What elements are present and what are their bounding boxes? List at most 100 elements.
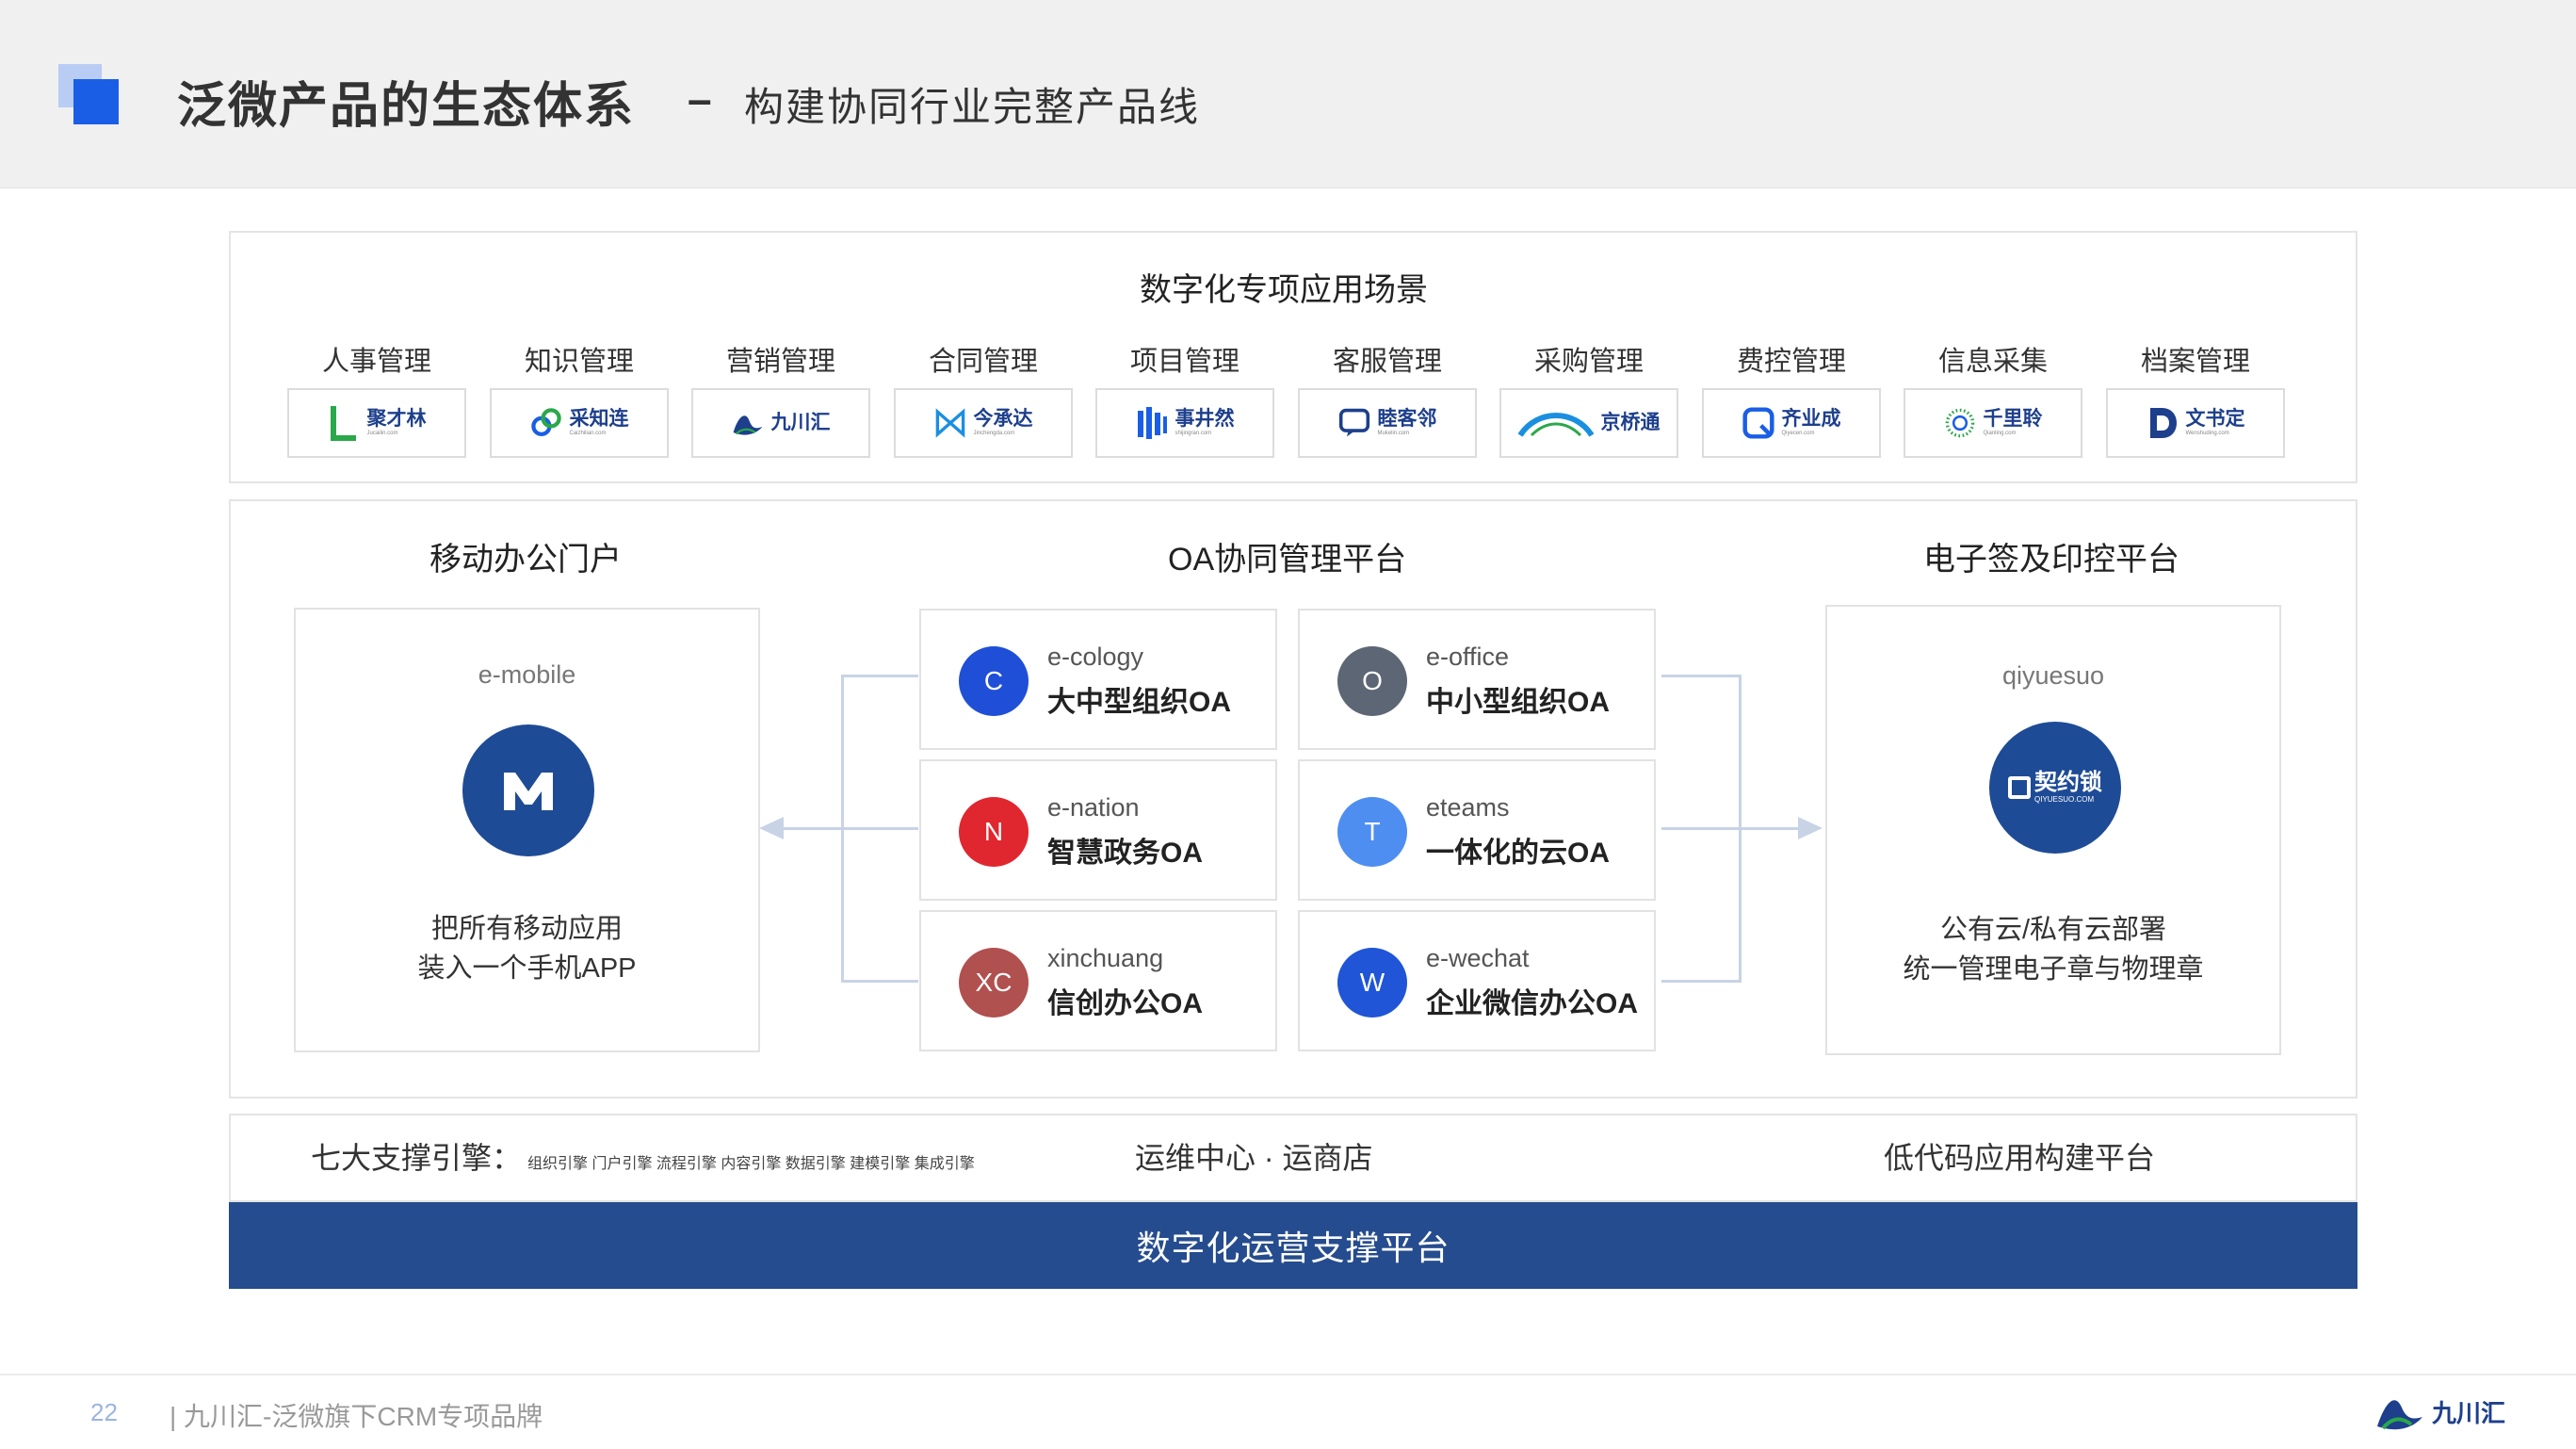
right-bracket-top (1661, 675, 1742, 677)
footer-divider (0, 1374, 2576, 1376)
scenario-label: 采购管理 (1533, 347, 1644, 377)
qiyuesuo-logo-sub: QIYUESUO.COM (2034, 795, 2095, 804)
river-wave-icon (732, 404, 764, 442)
scenario-brand-url: Jucailin.com (366, 431, 398, 436)
oa-initials-badge: T (1337, 797, 1407, 867)
oa-initials-badge: C (959, 646, 1029, 716)
esign-card[interactable]: qiyuesuo 契约锁 QIYUESUO.COM 公有云/私有云部署 统一管理… (1825, 605, 2281, 1055)
scenario-brand-url: Caizhilian.com (569, 431, 607, 436)
scenario-label: 知识管理 (524, 347, 634, 377)
oa-product-desc: 信创办公OA (1047, 988, 1203, 1019)
left-bracket-bottom (841, 980, 918, 983)
grid-bars-icon (1136, 404, 1168, 442)
left-connector-line (782, 827, 918, 830)
digital-ops-label: 数字化运营支撑平台 (1136, 1229, 1450, 1267)
mobile-card[interactable]: e-mobile 把所有移动应用 装入一个手机APP (294, 608, 760, 1052)
engines-list: 组织引擎 门户引擎 流程引擎 内容引擎 数据引擎 建模引擎 集成引擎 (527, 1156, 975, 1172)
scenario-brand-url: Qiyecen.com (1781, 431, 1815, 436)
oa-product-name: e-cology (1047, 643, 1144, 671)
scenario-logo-card[interactable]: 京桥通 (1499, 388, 1678, 458)
scenario-brand-url: shijingran.com (1175, 431, 1212, 436)
lowcode-platform: 低代码应用构建平台 (1884, 1141, 2156, 1175)
scenario-brand-url: Wenshuding.com (2185, 431, 2229, 436)
oa-product-desc: 大中型组织OA (1047, 687, 1231, 718)
arrow-left-icon (759, 817, 784, 839)
support-panel (229, 1114, 2357, 1202)
arrow-right-icon (1798, 817, 1823, 839)
letter-d-icon (2147, 404, 2179, 442)
digital-ops-bar: 数字化运营支撑平台 (229, 1202, 2357, 1289)
scenario-label: 费控管理 (1736, 347, 1846, 377)
footer-logo: 九川汇 (2373, 1385, 2505, 1438)
mobile-desc-line1: 把所有移动应用 (430, 914, 623, 944)
scenario-label: 项目管理 (1129, 347, 1239, 377)
scenario-brand-name: 文书定 (2185, 408, 2245, 430)
footer-brand-text: | 九川汇-泛微旗下CRM专项品牌 (170, 1402, 543, 1431)
right-bracket-bottom (1661, 980, 1742, 983)
title-dash: – (688, 74, 712, 123)
page-title: 泛微产品的生态体系 (177, 79, 636, 134)
bridge-arc-icon (1517, 404, 1594, 442)
oa-title: OA协同管理平台 (1168, 542, 1407, 578)
page-number: 22 (90, 1398, 118, 1426)
oa-product-name: e-wechat (1426, 944, 1530, 972)
qiyuesuo-logo-text: 契约锁 (2034, 770, 2102, 795)
scenario-label: 客服管理 (1332, 347, 1442, 377)
esign-name: qiyuesuo (2001, 661, 2105, 690)
scenario-title: 数字化专项应用场景 (1140, 272, 1428, 308)
scenario-label: 档案管理 (2140, 347, 2250, 377)
header-square-icon (58, 64, 119, 124)
mobile-name: e-mobile (478, 660, 576, 689)
ops-center: 运维中心 · 运商店 (1135, 1141, 1373, 1175)
esign-desc-line1: 公有云/私有云部署 (1939, 915, 2167, 945)
chat-bubble-icon (1338, 404, 1370, 442)
mobile-desc-line2: 装入一个手机APP (417, 953, 637, 984)
oa-product-desc: 智慧政务OA (1047, 838, 1203, 869)
oa-product-name: e-nation (1047, 793, 1140, 822)
scenario-brand-name: 京桥通 (1600, 412, 1661, 433)
scenario-brand-url: Jinchengda.com (973, 431, 1015, 436)
scenario-brand-name: 今承达 (973, 408, 1033, 430)
chain-link-icon (530, 404, 562, 442)
engines-row: 七大支撑引擎：组织引擎 门户引擎 流程引擎 内容引擎 数据引擎 建模引擎 集成引… (311, 1134, 975, 1178)
header-band: 泛微产品的生态体系 – 构建协同行业完整产品线 (0, 0, 2576, 188)
scenario-brand-name: 睦客邻 (1377, 408, 1437, 430)
esign-desc-line2: 统一管理电子章与物理章 (1903, 954, 2204, 985)
ribbon-icon (934, 404, 966, 442)
oa-product-desc: 一体化的云OA (1426, 838, 1610, 869)
oa-initials-badge: W (1337, 948, 1407, 1018)
scenario-label: 人事管理 (321, 347, 431, 377)
dotted-ring-icon (1944, 404, 1976, 442)
footer-logo-name: 九川汇 (2432, 1398, 2506, 1427)
scenario-brand-url: Mukelin.com (1377, 431, 1410, 436)
e-mobile-logo-icon (462, 724, 594, 856)
scenario-brand-url: Qianling.com (1983, 431, 2017, 436)
scenario-brand-name: 采知连 (569, 408, 629, 430)
square-q-icon (1742, 404, 1774, 442)
qiyuesuo-logo-icon: 契约锁 QIYUESUO.COM (1989, 722, 2121, 854)
scenario-brand-name: 聚才林 (366, 408, 427, 430)
oa-product-desc: 企业微信办公OA (1426, 988, 1638, 1019)
scenario-label: 营销管理 (725, 347, 835, 377)
river-wave-icon (2377, 1400, 2422, 1430)
oa-product-name: eteams (1426, 793, 1510, 822)
scenario-logo-card[interactable]: 九川汇 (691, 388, 870, 458)
left-bracket-top (841, 675, 918, 677)
oa-product-name: xinchuang (1047, 944, 1164, 972)
mobile-title: 移动办公门户 (429, 542, 622, 578)
page-subtitle: 构建协同行业完整产品线 (744, 85, 1201, 129)
